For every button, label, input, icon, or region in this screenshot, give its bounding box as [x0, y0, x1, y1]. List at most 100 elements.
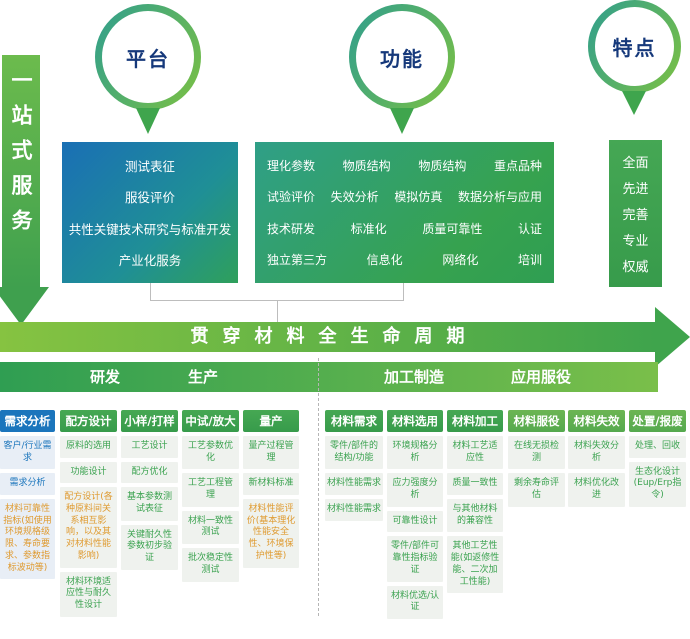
column-material-service: 材料服役在线无损检测剩余寿命评估	[508, 410, 565, 507]
column-cell: 材料性能评价(基本理化性能安全性、环境保护性等)	[243, 499, 299, 568]
function-row: 技术研发 标准化 质量可靠性 认证	[259, 220, 550, 237]
function-item: 信息化	[366, 252, 403, 267]
function-pointer-icon	[390, 108, 414, 134]
column-cell: 工艺参数优化	[182, 436, 239, 470]
column-header: 材料选用	[387, 410, 443, 432]
column-header: 处置/报废	[629, 410, 686, 432]
function-item: 重点品种	[493, 159, 542, 174]
platform-circle-inner: 平台	[102, 11, 194, 103]
column-cell: 与其他材料的兼容性	[447, 499, 503, 533]
function-item: 独立第三方	[267, 252, 328, 267]
column-demand-analysis: 需求分析客户/行业需求需求分析材料可靠性指标(如使用环境规格级限、寿命要求、参数…	[0, 410, 55, 580]
column-cell: 剩余寿命评估	[508, 473, 565, 507]
column-cell: 功能设计	[60, 461, 117, 484]
platform-item: 产业化服务	[118, 252, 182, 268]
features-circle: 特点	[588, 0, 681, 93]
function-row: 独立第三方 信息化 网络化 培训	[259, 251, 550, 268]
column-cell: 其他工艺性能(如返修性能、二次加工性能)	[447, 536, 503, 594]
column-cell: 零件/部件的结构/功能	[325, 436, 383, 470]
function-box: 理化参数 物质结构 物质结构 重点品种试验评价失效分析模拟仿真数据分析与应用技术研发 标…	[255, 142, 554, 283]
function-item: 培训	[517, 252, 542, 267]
features-pointer-icon	[622, 91, 646, 115]
lifecycle-arrow	[0, 322, 655, 352]
one-stop-service-banner: 一站式服务	[2, 55, 40, 288]
column-sampling: 小样/打样工艺设计配方优化基本参数测试表征关键耐久性参数初步验证	[121, 410, 178, 570]
column-cell: 材料性能需求	[325, 499, 383, 521]
feature-item: 权威	[622, 260, 649, 276]
platform-circle-label: 平台	[126, 46, 170, 71]
column-cell: 新材料标准	[243, 473, 299, 496]
column-header: 材料失效	[568, 410, 625, 432]
phase-label-manufacturing: 加工制造	[383, 368, 445, 386]
column-formula-design: 配方设计原料的选用功能设计配方设计(各种原料间关系相互影响，以及其对材料性能影响…	[60, 410, 117, 617]
function-item: 网络化	[442, 252, 479, 267]
function-row: 理化参数 物质结构 物质结构 重点品种	[259, 157, 550, 174]
function-circle-label: 功能	[380, 46, 424, 71]
column-cell: 原料的选用	[60, 436, 117, 458]
column-material-processing: 材料加工材料工艺适应性质量一致性与其他材料的兼容性其他工艺性能(如返修性能、二次…	[447, 410, 503, 594]
column-mass-production: 量产量产过程管理新材料标准材料性能评价(基本理化性能安全性、环境保护性等)	[243, 410, 299, 568]
column-material-selection: 材料选用环境规格分析应力强度分析可靠性设计零件/部件可靠性指标验证材料优选/认证	[387, 410, 443, 619]
platform-item: 共性关键技术研究与标准开发	[68, 221, 232, 237]
column-cell: 应力强度分析	[387, 473, 443, 507]
function-item: 理化参数	[267, 159, 316, 174]
column-header: 小样/打样	[121, 410, 178, 432]
column-header: 需求分析	[0, 410, 55, 432]
column-pilot-scaleup: 中试/放大工艺参数优化工艺工程管理材料一致性测试批次稳定性测试	[182, 410, 239, 582]
column-material-failure: 材料失效材料失效分析材料优化改进	[568, 410, 625, 507]
platform-circle: 平台	[95, 4, 201, 110]
feature-item: 专业	[622, 234, 649, 250]
feature-item: 先进	[622, 181, 649, 197]
column-cell: 材料可靠性指标(如使用环境规格级限、寿命要求、参数指标波动等)	[0, 499, 55, 580]
function-item: 技术研发	[267, 221, 316, 236]
dashed-divider	[318, 358, 319, 616]
right-arrow-icon	[655, 307, 690, 367]
column-cell: 处理、回收	[629, 436, 686, 458]
column-cell: 材料优化改进	[568, 473, 625, 507]
function-item: 质量可靠性	[422, 221, 483, 236]
function-row: 试验评价失效分析模拟仿真数据分析与应用	[259, 188, 550, 205]
function-item: 数据分析与应用	[457, 190, 542, 205]
column-header: 配方设计	[60, 410, 117, 432]
function-item: 标准化	[350, 221, 387, 236]
column-cell: 材料环境适应性与耐久性设计	[60, 571, 117, 617]
column-cell: 材料一致性测试	[182, 510, 239, 545]
column-cell: 关键耐久性参数初步验证	[121, 524, 178, 570]
column-header: 材料加工	[447, 410, 503, 432]
connector-stub	[277, 301, 278, 322]
phase-label-rd: 研发	[89, 368, 121, 386]
column-cell: 基本参数测试表征	[121, 487, 178, 521]
features-circle-inner: 特点	[595, 7, 674, 86]
column-cell: 材料优选/认证	[387, 585, 443, 619]
function-item: 试验评价	[267, 190, 316, 205]
column-header: 中试/放大	[182, 410, 239, 432]
column-header: 材料服役	[508, 410, 565, 432]
platform-box: 测试表征服役评价共性关键技术研究与标准开发产业化服务	[62, 142, 238, 283]
column-cell: 客户/行业需求	[0, 436, 55, 470]
function-item: 模拟仿真	[394, 190, 443, 205]
feature-item: 完善	[622, 207, 649, 223]
platform-item: 服役评价	[124, 190, 175, 206]
features-box: 全面先进完善专业权威	[609, 140, 662, 287]
column-cell: 工艺工程管理	[182, 473, 239, 507]
phase-label-production: 生产	[187, 368, 219, 386]
column-cell: 量产过程管理	[243, 436, 299, 470]
function-item: 物质结构	[418, 159, 467, 174]
function-item: 物质结构	[342, 159, 391, 174]
column-cell: 配方设计(各种原料间关系相互影响，以及其对材料性能影响)	[60, 487, 117, 568]
platform-pointer-icon	[136, 108, 160, 134]
column-disposal: 处置/报废处理、回收生态化设计(Eup/Erp指令)	[629, 410, 686, 507]
column-header: 材料需求	[325, 410, 383, 432]
column-header: 量产	[243, 410, 299, 432]
column-cell: 批次稳定性测试	[182, 548, 239, 582]
column-cell: 工艺设计	[121, 436, 178, 458]
column-cell: 环境规格分析	[387, 436, 443, 470]
column-cell: 材料性能需求	[325, 473, 383, 496]
phase-bar: 研发 生产 加工制造 应用服役	[0, 362, 658, 392]
function-item: 失效分析	[330, 190, 379, 205]
phase-label-application: 应用服役	[510, 368, 572, 386]
column-cell: 在线无损检测	[508, 436, 565, 470]
platform-item: 测试表征	[124, 159, 175, 175]
function-item: 认证	[517, 221, 542, 236]
